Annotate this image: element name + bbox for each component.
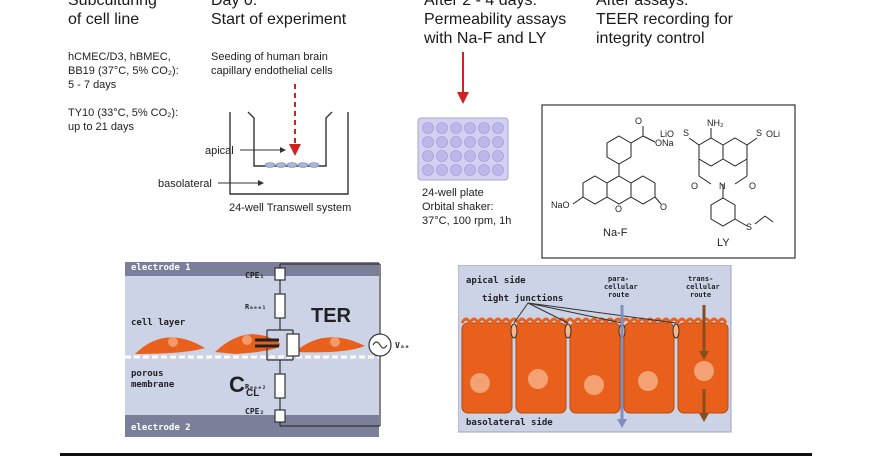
porous-label-line2: membrane — [131, 380, 175, 390]
rmed2-label: Rₘₑₑ₂ — [245, 383, 266, 391]
electrode-1-label: electrode 1 — [131, 263, 191, 273]
step1-header: Subculturing of cell line — [68, 0, 157, 29]
porous-label-line1: porous — [131, 369, 164, 379]
plate-line2: Orbital shaker: — [422, 201, 494, 213]
ly-n-label: N — [719, 181, 726, 191]
electrode-2-band — [125, 415, 379, 437]
ty10-line1: TY10 (33°C, 5% CO₂): — [68, 107, 179, 119]
ly-oli-label: OLi — [766, 129, 780, 139]
cell-lines-line1: hCMEC/D3, hBMEC, — [68, 51, 171, 63]
ccl-subscript: CL — [246, 388, 259, 399]
para-label-line3: route — [608, 291, 629, 299]
vac-label: Vₐₑ — [395, 341, 409, 350]
apical-side-label: apical side — [466, 275, 526, 286]
routes-diagram: apical side tight junctions para- cellul… — [458, 265, 732, 433]
naf-o-label: O — [635, 116, 642, 126]
cell-lines-text: hCMEC/D3, hBMEC, BB19 (37°C, 5% CO₂): 5 … — [68, 50, 179, 92]
ly-lio-label: LiO — [660, 129, 674, 139]
step4-header: After assays: TEER recording for integri… — [596, 0, 733, 48]
teer-circuit — [266, 263, 381, 427]
step4-header-line1: After assays: — [596, 0, 689, 9]
seeding-arrowhead — [289, 144, 301, 156]
trans-label-line2: cellular — [686, 283, 720, 291]
naf-name: Na-F — [603, 227, 628, 239]
ly-structure — [688, 128, 774, 227]
ty10-text: TY10 (33°C, 5% CO₂): up to 21 days — [68, 106, 178, 134]
seeded-cells — [264, 162, 320, 168]
para-label-line1: para- — [608, 275, 629, 283]
trans-label-line3: route — [690, 291, 711, 299]
seeding-text: Seeding of human brain capillary endothe… — [211, 50, 333, 78]
ccl-label: C — [229, 372, 245, 397]
naf-ring-o-label: O — [615, 204, 622, 214]
step2-header: Day 0: Start of experiment — [211, 0, 346, 29]
naf-ona-label: ONa — [655, 138, 674, 148]
chemical-structures: O ONa NaO O O Na-F NH₂ LiO S S OLi N O O… — [541, 104, 796, 259]
plate-diagram — [417, 52, 509, 181]
electrode-2-label: electrode 2 — [131, 423, 191, 433]
plate-line3: 37°C, 100 rpm, 1h — [422, 215, 512, 227]
tight-junction-pointers — [513, 302, 677, 324]
cell-lines-line3: 5 - 7 days — [68, 79, 117, 91]
ly-nh2-label: NH₂ — [707, 118, 724, 128]
microvilli — [460, 317, 728, 327]
ly-s-right-label: S — [756, 128, 762, 138]
ly-s-left-label: S — [683, 128, 689, 138]
transwell-insert — [247, 111, 333, 167]
transwell-diagram — [218, 84, 349, 195]
seeding-line1: Seeding of human brain — [211, 51, 328, 63]
plate-text: 24-well plate Orbital shaker: 37°C, 100 … — [422, 186, 511, 228]
transwell-outer-well — [229, 112, 349, 195]
basolateral-side-label: basolateral side — [466, 417, 553, 428]
chem-box — [541, 104, 796, 259]
naf-o-right-label: O — [660, 202, 667, 212]
step2-header-line2: Start of experiment — [211, 11, 347, 28]
ly-name: LY — [717, 237, 730, 249]
cpe2-label: CPE₂ — [245, 407, 264, 416]
cpe1-label: CPE₁ — [245, 271, 264, 280]
step3-header: After 2 - 4 days: Permeability assays wi… — [424, 0, 566, 48]
basolateral-label: basolateral — [158, 178, 212, 190]
transwell-caption: 24-well Transwell system — [229, 202, 352, 214]
seeding-line2: capillary endothelial cells — [211, 65, 333, 77]
tight-junctions-label: tight junctions — [482, 293, 563, 304]
trans-label-line1: trans- — [688, 275, 713, 283]
ly-s-bottom-label: S — [746, 222, 752, 232]
step1-header-line1: Subculturing — [68, 0, 157, 9]
step1-header-line2: of cell line — [68, 11, 140, 28]
plate-line1: 24-well plate — [422, 187, 484, 199]
ly-o-right-label: O — [749, 181, 756, 191]
step3-header-line2: Permeability assays — [424, 11, 567, 28]
bottom-rule — [60, 453, 812, 456]
cell-layer-label: cell layer — [131, 318, 186, 328]
assay-arrowhead — [457, 92, 469, 104]
naf-structure — [572, 126, 662, 205]
step3-header-line1: After 2 - 4 days: — [424, 0, 537, 9]
ter-label: TER — [311, 305, 352, 327]
naf-nao-label: NaO — [551, 200, 570, 210]
ly-o-left-label: O — [691, 181, 698, 191]
apical-label: apical — [205, 145, 234, 157]
teer-diagram: electrode 1 electrode 2 — [125, 262, 409, 437]
24-well-plate-image — [417, 117, 509, 181]
endothelial-cells — [461, 322, 729, 414]
para-label-line2: cellular — [604, 283, 638, 291]
step4-header-line2: TEER recording for — [596, 11, 733, 28]
electrode-1-band — [125, 262, 379, 276]
step3-header-line3: with Na-F and LY — [424, 30, 547, 47]
rmed1-label: Rₘₑₑ₁ — [245, 303, 266, 311]
ty10-line2: up to 21 days — [68, 121, 135, 133]
step4-header-line3: integrity control — [596, 30, 705, 47]
cell-lines-line2: BB19 (37°C, 5% CO₂): — [68, 65, 179, 77]
step2-header-line1: Day 0: — [211, 0, 258, 9]
